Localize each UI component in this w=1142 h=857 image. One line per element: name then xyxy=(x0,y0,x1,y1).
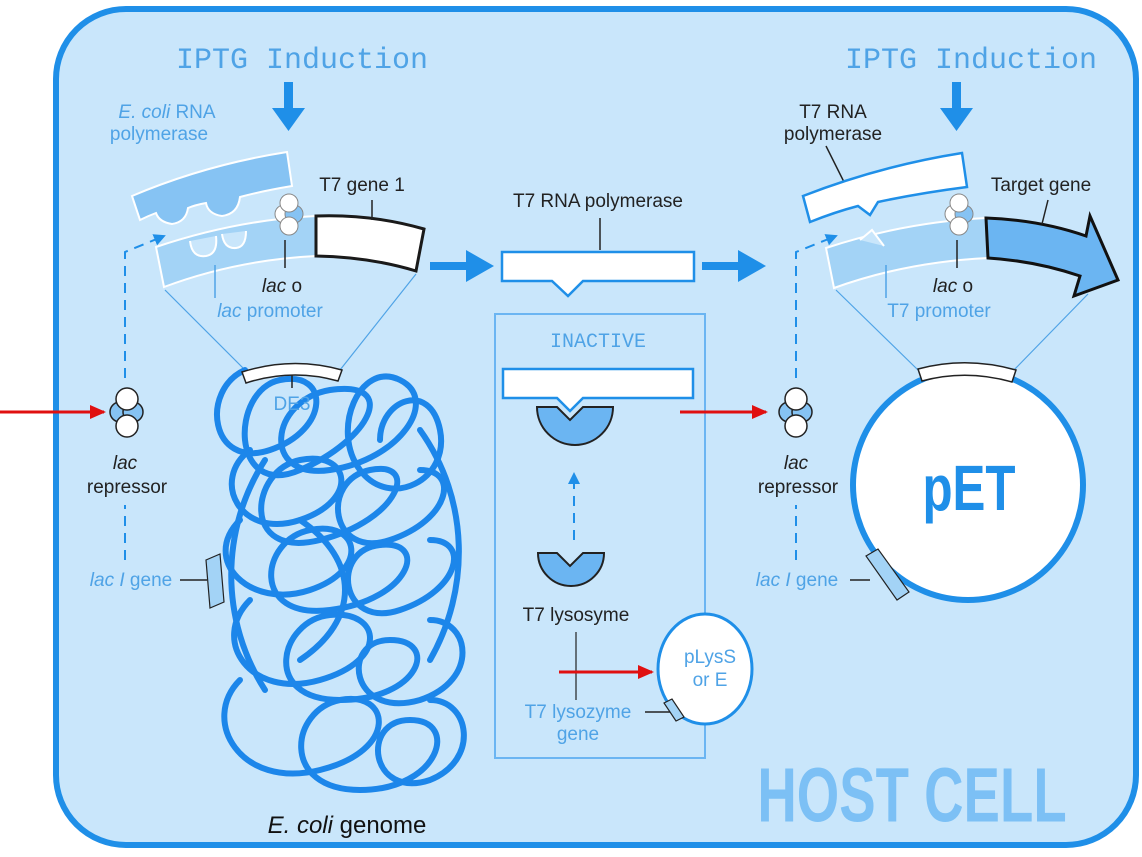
target-gene-label: Target gene xyxy=(991,175,1091,196)
plyss-plasmid xyxy=(656,612,754,726)
de3-label: DE3 xyxy=(274,394,311,415)
arrow-polymerase-to-target xyxy=(702,250,766,282)
t7-rna-polymerase-label-right-2: polymerase xyxy=(784,124,882,145)
repressor-to-promoter-dashed-right xyxy=(795,234,838,378)
lac-repressor-label-right-1: lac xyxy=(784,453,809,474)
lac-o-label-left: lac o xyxy=(262,276,302,297)
ecoli-genome-label: E. coli genome xyxy=(268,812,427,839)
inactive-box xyxy=(494,313,706,759)
svg-text:E. coli RNA: E. coli RNA xyxy=(118,102,215,123)
t7-lysozyme-gene-label-1: T7 lysozyme xyxy=(525,702,632,723)
arrow-gene-to-polymerase xyxy=(430,250,494,282)
lac-repressor-label-left-2: repressor xyxy=(87,477,168,498)
inactive-t7-lysozyme xyxy=(535,406,615,446)
iptg-induction-right: IPTG Induction xyxy=(845,44,1097,78)
pet-label: pET xyxy=(922,453,1015,525)
lac-repressor-left xyxy=(109,387,144,438)
lac-promoter-label: lac promoter xyxy=(217,301,323,322)
inactive-label: INACTIVE xyxy=(550,331,646,354)
t7-lysosyme-label: T7 lysosyme xyxy=(523,605,630,626)
iptg-induction-left: IPTG Induction xyxy=(176,44,428,78)
repressor-to-promoter-dashed-left xyxy=(124,234,166,378)
pet-insert-segment xyxy=(917,362,1017,383)
lacI-gene-segment-left xyxy=(205,553,225,609)
t7-gene1-label: T7 gene 1 xyxy=(319,175,405,196)
induction-arrow-left xyxy=(272,82,305,131)
inactive-t7-polymerase xyxy=(501,367,695,413)
t7-promoter-notch xyxy=(859,228,885,247)
plyss-label-1: pLysS xyxy=(684,647,736,668)
t7-rna-polymerase-middle xyxy=(500,250,696,298)
target-gene-arrow xyxy=(984,211,1121,299)
t7-gene1-segment xyxy=(314,214,426,273)
lac-promoter-notches xyxy=(189,230,247,258)
lacI-gene-segment-right xyxy=(865,548,910,601)
lacI-gene-label-left: lac I gene xyxy=(90,570,172,591)
t7-rna-polymerase-label-right-1: T7 RNA xyxy=(799,102,867,123)
plyss-gene-segment xyxy=(663,698,685,722)
t7-rna-polymerase-right xyxy=(801,151,969,224)
t7-lysosyme-shape xyxy=(536,552,606,587)
t7-lysozyme-gene-label-2: gene xyxy=(557,724,599,745)
ecoli-rna-polymerase-label: E. coli RNA polymerase xyxy=(110,102,216,145)
lac-o-label-right: lac o xyxy=(933,276,973,297)
host-cell-label: HOST CELL xyxy=(757,754,1066,839)
ecoli-rna-polymerase-shape xyxy=(130,150,294,226)
induction-arrow-right xyxy=(940,82,973,131)
lac-repressor-label-left-1: lac xyxy=(113,453,138,474)
svg-text:polymerase: polymerase xyxy=(110,124,208,145)
plyss-label-2: or E xyxy=(693,670,728,691)
lac-repressor-right xyxy=(778,387,813,438)
lac-operator-dots-left xyxy=(274,193,304,236)
lac-repressor-label-right-2: repressor xyxy=(758,477,839,498)
t7-rna-polymerase-label-middle: T7 RNA polymerase xyxy=(513,191,683,212)
ecoli-genome xyxy=(214,367,467,793)
t7-promoter-label: T7 promoter xyxy=(887,301,991,322)
lac-operator-dots-right xyxy=(944,193,974,236)
lacI-gene-label-right: lac I gene xyxy=(756,570,838,591)
de3-segment xyxy=(241,362,343,384)
